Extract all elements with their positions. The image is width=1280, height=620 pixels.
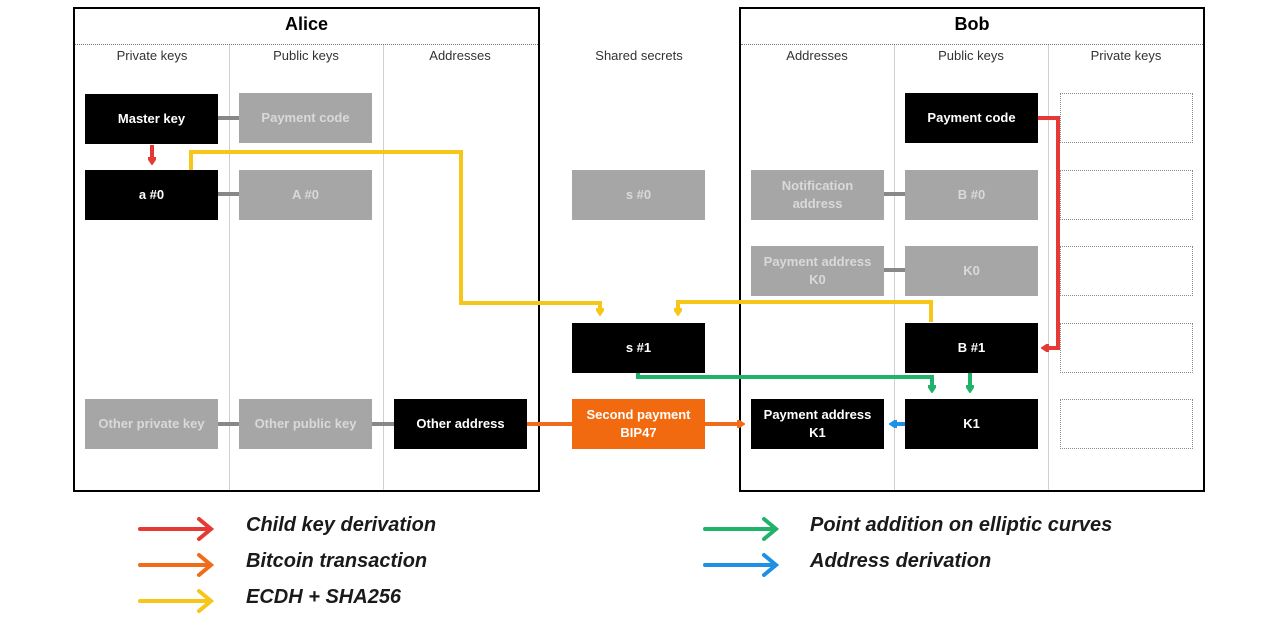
alice-col-addresses: Addresses xyxy=(429,48,491,63)
legend-arrow-address-derivation xyxy=(703,553,780,577)
bob-K0-box: K0 xyxy=(905,246,1038,296)
bob-private-key-slot xyxy=(1060,93,1193,143)
alice-title: Alice xyxy=(75,9,538,45)
legend-arrow-child-key-derivation xyxy=(138,517,215,541)
legend-arrow-point-addition xyxy=(703,517,780,541)
bob-payment-code-box: Payment code xyxy=(905,93,1038,143)
bob-B0-box: B #0 xyxy=(905,170,1038,220)
grey-connectors xyxy=(218,116,905,426)
alice-column-divider xyxy=(229,45,230,490)
bob-title: Bob xyxy=(741,9,1203,45)
bob-private-key-slot xyxy=(1060,323,1193,373)
bob-col-private-keys: Private keys xyxy=(1090,48,1162,63)
arrow-child-derivation-bob xyxy=(1038,116,1060,348)
bob-private-key-slot xyxy=(1060,399,1193,449)
bob-col-addresses: Addresses xyxy=(786,48,848,63)
bob-private-key-slot xyxy=(1060,170,1193,220)
bob-payment-address-k1-box: Payment address K1 xyxy=(751,399,884,449)
bob-K1-box: K1 xyxy=(905,399,1038,449)
legend-arrow-bitcoin-transaction xyxy=(138,553,215,577)
shared-col-shared-secrets: Shared secrets xyxy=(595,48,683,63)
legend-label-point-addition: Point addition on elliptic curves xyxy=(810,514,1113,536)
bob-notification-address-box: Notification address xyxy=(751,170,884,220)
bob-panel: Bob xyxy=(739,7,1205,492)
bob-payment-address-k0-box: Payment address K0 xyxy=(751,246,884,296)
second-payment-bip47-box: Second payment BIP47 xyxy=(572,399,705,449)
legend-label-address-derivation: Address derivation xyxy=(810,550,992,572)
bob-col-public-keys: Public keys xyxy=(938,48,1004,63)
arrow-ecdh-alice xyxy=(189,150,600,313)
bob-private-key-slot xyxy=(1060,246,1193,296)
alice-other-private-key-box: Other private key xyxy=(85,399,218,449)
alice-master-key-box: Master key xyxy=(85,94,218,144)
arrow-point-addition-secret xyxy=(636,373,932,390)
alice-payment-code-box: Payment code xyxy=(239,93,372,143)
legend-arrow-ecdh-sha256 xyxy=(138,589,215,613)
alice-column-divider xyxy=(383,45,384,490)
alice-other-address-box: Other address xyxy=(394,399,527,449)
legend-label-ecdh-sha256: ECDH + SHA256 xyxy=(246,586,402,608)
legend-label-bitcoin-transaction: Bitcoin transaction xyxy=(246,550,428,572)
alice-col-private-keys: Private keys xyxy=(116,48,188,63)
alice-other-public-key-box: Other public key xyxy=(239,399,372,449)
arrow-ecdh-bob xyxy=(678,300,933,322)
bob-column-divider xyxy=(1048,45,1049,490)
alice-panel: Alice xyxy=(73,7,540,492)
alice-a0-box: a #0 xyxy=(85,170,218,220)
alice-col-public-keys: Public keys xyxy=(273,48,339,63)
bob-B1-box: B #1 xyxy=(905,323,1038,373)
shared-s0-box: s #0 xyxy=(572,170,705,220)
alice-A0-box: A #0 xyxy=(239,170,372,220)
shared-s1-box: s #1 xyxy=(572,323,705,373)
bob-column-divider xyxy=(894,45,895,490)
legend-label-child-key-derivation: Child key derivation xyxy=(246,514,437,536)
